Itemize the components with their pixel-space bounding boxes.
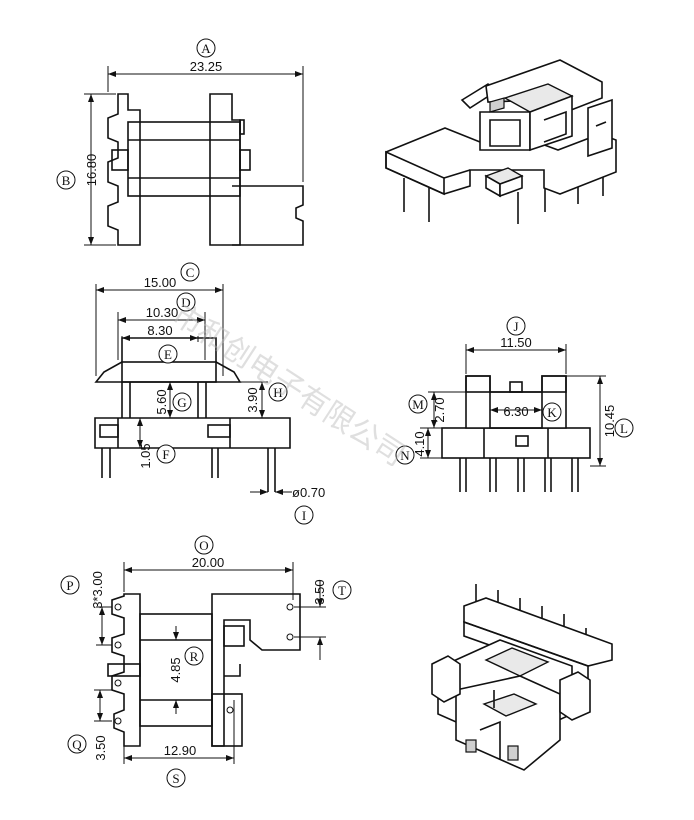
label-g: G	[177, 395, 186, 410]
dim-m-value: 2.70	[432, 397, 447, 422]
label-d: D	[181, 295, 190, 310]
dim-a-value: 23.25	[190, 59, 223, 74]
label-o: O	[199, 538, 208, 553]
top-view: 23.25 A 16.80 B	[56, 38, 304, 246]
bottom-view: 20.00 O 3*3.00 P 3.50 T 4.85 R	[60, 535, 352, 788]
dim-g-value: 5.60	[154, 389, 169, 414]
label-b: B	[62, 173, 71, 188]
label-t: T	[338, 583, 346, 598]
dim-h-value: 3.90	[245, 387, 260, 412]
label-c: C	[186, 265, 195, 280]
dim-i-value: ø0.70	[292, 485, 325, 500]
label-p: P	[66, 578, 73, 593]
dim-s-value: 12.90	[164, 743, 197, 758]
dim-n-value: 4.10	[412, 431, 427, 456]
front-view: 15.00 C 10.30 D 8.30 E 5.60 G 3.90	[94, 262, 325, 525]
dim-j-value: 11.50	[500, 335, 532, 350]
label-k: K	[547, 405, 557, 420]
label-f: F	[162, 447, 169, 462]
dim-r-value: 4.85	[168, 657, 183, 682]
dim-o-value: 20.00	[192, 555, 225, 570]
dim-c-value: 15.00	[144, 275, 177, 290]
dim-k-value: 6.30	[503, 404, 528, 419]
dim-p-value: 3*3.00	[90, 571, 105, 609]
dim-e-value: 8.30	[147, 323, 172, 338]
label-i: I	[302, 508, 306, 523]
isometric-view-bottom	[431, 584, 613, 771]
dim-b-value: 16.80	[84, 154, 99, 187]
label-m: M	[412, 397, 424, 412]
isometric-view-top	[385, 59, 617, 224]
dim-d-value: 10.30	[146, 305, 179, 320]
label-s: S	[172, 771, 179, 786]
label-h: H	[273, 385, 282, 400]
label-r: R	[190, 649, 199, 664]
label-a: A	[201, 41, 211, 56]
side-view: 11.50 J 6.30 K 10.45 L 2.70 M 4.10	[395, 316, 634, 492]
label-n: N	[400, 448, 410, 463]
dim-f-value: 1.05	[138, 443, 153, 468]
dim-t-value: 3.50	[312, 579, 327, 604]
label-q: Q	[72, 737, 82, 752]
label-j: J	[513, 319, 518, 334]
dim-l-value: 10.45	[602, 405, 617, 438]
label-l: L	[620, 421, 628, 436]
label-e: E	[164, 347, 172, 362]
dim-q-value: 3.50	[93, 735, 108, 760]
